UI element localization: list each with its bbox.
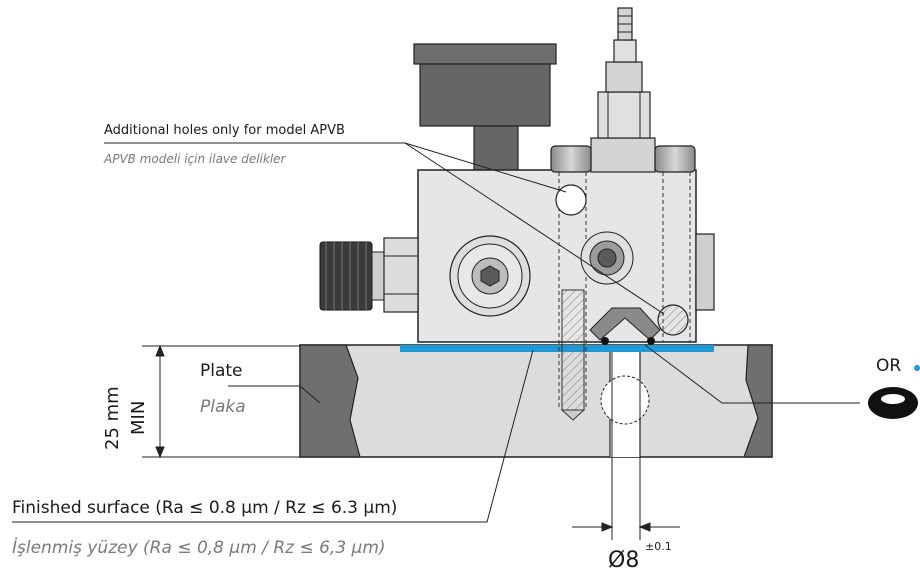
right-stub xyxy=(695,233,715,311)
plate-label-tr: Plaka xyxy=(200,397,246,417)
or-dot xyxy=(914,365,920,371)
bolt-thread xyxy=(561,289,585,411)
left-handwheel xyxy=(319,237,419,313)
holes-label-en: Additional holes only for model APVB xyxy=(104,123,345,138)
centre-screw xyxy=(580,231,634,285)
thickness-dimension xyxy=(142,344,300,459)
additional-hole-right xyxy=(657,304,689,336)
outlet-nozzle xyxy=(589,307,661,345)
gauge xyxy=(413,43,557,173)
diameter-tolerance: ±0.1 xyxy=(645,540,672,553)
diameter-label: Ø8 xyxy=(608,548,640,573)
holes-label-tr: APVB modeli için ilave delikler xyxy=(104,152,286,166)
surface-label-tr: İşlenmiş yüzey (Ra ≤ 0,8 µm / Rz ≤ 6,3 µ… xyxy=(12,538,386,558)
left-port xyxy=(449,235,531,317)
plate xyxy=(299,344,773,458)
plate-label-en: Plate xyxy=(200,361,243,381)
leader-lines xyxy=(12,142,860,523)
surface-label-en: Finished surface (Ra ≤ 0.8 µm / Rz ≤ 6.3… xyxy=(12,498,398,518)
plate-hole-circle xyxy=(600,375,650,425)
or-label: OR xyxy=(876,356,902,376)
thickness-min: MIN xyxy=(128,400,149,435)
o-ring xyxy=(868,365,920,419)
diameter-dimension xyxy=(572,352,680,540)
finished-surface-strip xyxy=(400,345,714,352)
bolt-shafts xyxy=(558,172,691,410)
thickness-value: 25 mm xyxy=(102,386,123,450)
bolt-heads xyxy=(550,145,696,173)
additional-hole-left xyxy=(555,184,587,216)
top-valve-stem xyxy=(590,7,656,173)
